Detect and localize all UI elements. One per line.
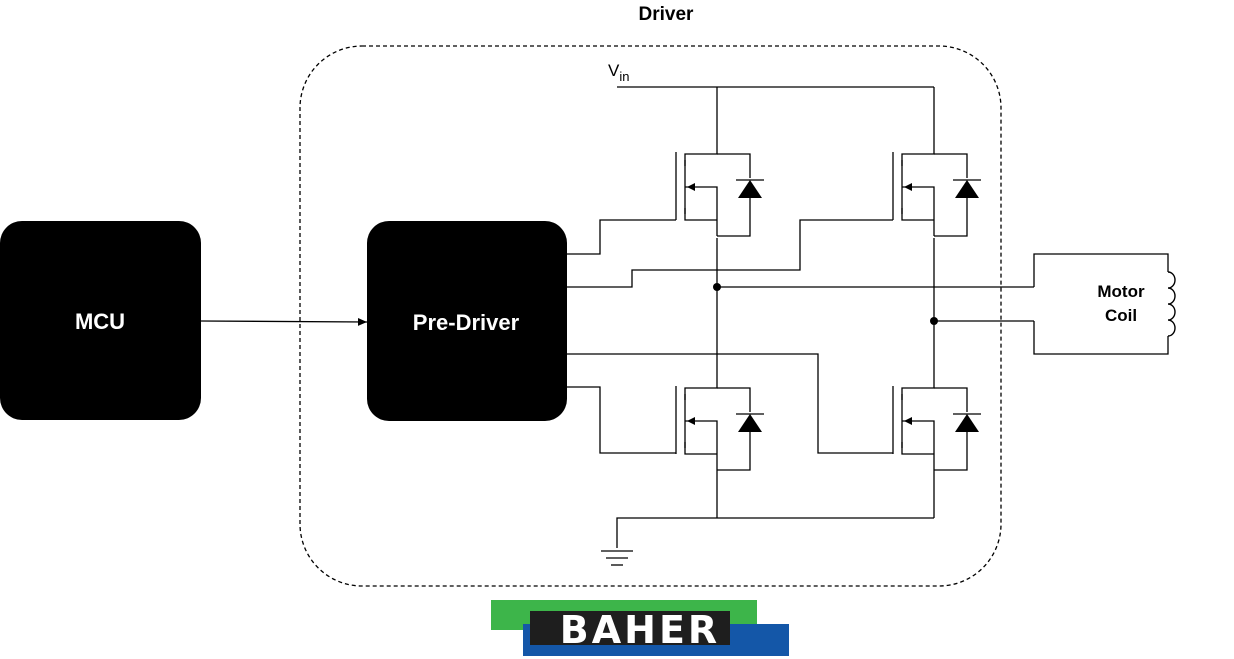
gate-trace-3 (567, 353, 893, 454)
motor-label: Motor (1097, 282, 1145, 301)
driver-boundary (299, 45, 1002, 587)
ground-rail (616, 517, 934, 548)
coil-box-bottom (1033, 321, 1169, 355)
pre-driver-block: Pre-Driver (367, 221, 567, 421)
gate-trace-4 (567, 386, 676, 454)
coil-box-top (1033, 253, 1169, 287)
mcu-to-predriver-arrow (200, 317, 368, 326)
mosfet-low-right (892, 372, 981, 471)
svg-text:Vin: Vin (608, 61, 629, 84)
gate-trace-1 (567, 219, 676, 255)
mcu-block: MCU (0, 221, 201, 420)
vin-label: Vin (608, 61, 629, 84)
mosfet-low-left (675, 372, 764, 471)
ground-symbol (601, 550, 633, 566)
pre-driver-label: Pre-Driver (413, 310, 520, 335)
mosfet-high-left (675, 138, 764, 237)
driver-title: Driver (639, 4, 695, 25)
gate-trace-2 (567, 219, 893, 288)
junction-dot-right (930, 317, 938, 325)
logo-text: BAHER (560, 608, 720, 652)
mcu-label: MCU (75, 309, 125, 334)
baher-logo: BAHER (491, 600, 789, 656)
inductor-symbol (1167, 271, 1176, 337)
vin-subscript: in (619, 69, 629, 84)
logo-dark-plate (530, 611, 730, 645)
mosfet-high-right (892, 138, 981, 237)
junction-dot-left (713, 283, 721, 291)
coil-label: Coil (1105, 306, 1137, 325)
vin-symbol: V (608, 61, 620, 80)
circuit-wiring (567, 86, 1169, 548)
